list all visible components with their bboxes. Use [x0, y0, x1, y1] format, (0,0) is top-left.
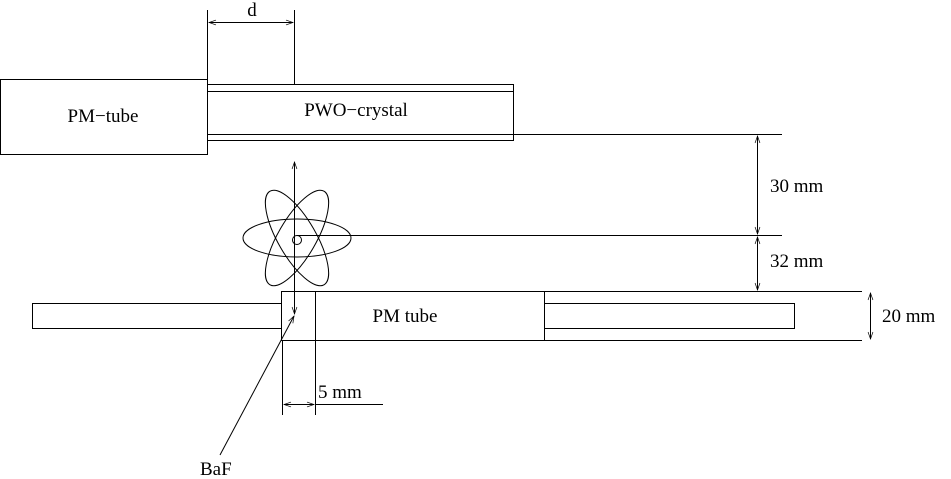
left-bar	[32, 303, 282, 329]
dim-30-label: 30 mm	[770, 176, 824, 197]
baf-label: BaF	[200, 459, 232, 479]
dim-5-label: 5 mm	[318, 382, 362, 403]
baf-crystal-box	[281, 291, 316, 341]
pwo-crystal-box	[207, 84, 514, 141]
bottom-pm-tube-label: PM tube	[373, 306, 438, 327]
top-pm-tube-label: PM−tube	[68, 106, 139, 127]
dim-20-label: 20 mm	[882, 306, 936, 327]
pwo-crystal-label: PWO−crystal	[304, 100, 408, 121]
radioactive-source-icon	[242, 189, 352, 287]
dim-32-label: 32 mm	[770, 251, 824, 272]
d-label: d	[247, 0, 257, 21]
baf-leader-arrow	[219, 316, 294, 456]
right-bar	[544, 303, 795, 329]
